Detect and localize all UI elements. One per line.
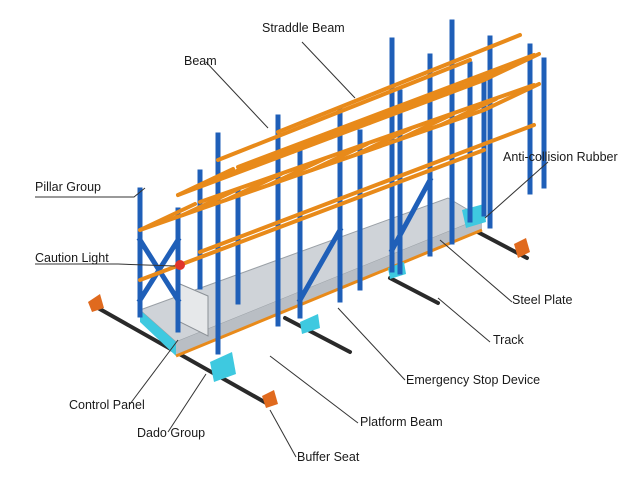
caution-light-lamp [175,260,185,270]
label-pillar-group: Pillar Group [35,180,101,194]
straddle-beam [181,187,240,217]
track-rail [283,316,352,354]
track-leader [437,297,491,343]
buffer-seat [262,390,278,408]
label-platform-beam: Platform Beam [360,415,443,429]
straddle-beam [252,138,312,169]
platform-beam-leader [269,355,359,424]
straddle-beam [329,109,388,140]
long-beam [276,33,522,134]
straddle-beam [353,127,412,157]
straddle-beam [310,142,369,172]
buffer-seat-leader [269,409,297,458]
label-steel-plate: Steel Plate [512,293,573,307]
straddle-beam [224,172,283,202]
straddle-beam [267,157,326,187]
dado-group-leader [167,373,207,433]
straddle-beam [482,52,541,82]
label-straddle-beam: Straddle Beam [262,21,345,35]
straddle-beam [405,80,465,111]
buffer-seat [88,294,104,312]
label-track: Track [493,333,524,347]
upright-brace [388,176,434,254]
label-emergency-stop-device: Emergency Stop Device [406,373,541,387]
track-rail [388,276,440,305]
dado-block [300,314,320,334]
caution-light-leader [35,263,176,267]
label-dado-group: Dado Group [137,426,206,440]
label-beam: Beam [184,54,217,68]
label-anti-collision-rubber: Anti-collision Rubber [503,150,618,164]
straddle-beam [214,152,274,183]
platform-side [176,218,482,356]
straddle-beam [439,97,498,127]
dado-block [210,352,236,382]
long-beam [138,148,486,282]
buffer-seats [88,238,530,408]
long-beam [198,123,536,254]
leader-lines [35,41,549,458]
beam-leader [205,61,269,129]
track-rail [96,306,270,406]
pillar-group-leader [35,187,146,198]
label-caution-light: Caution Light [35,251,109,265]
upright-brace [296,226,344,304]
emergency-stop-leader [337,307,406,381]
straddle-beam [176,167,235,197]
label-buffer-seat: Buffer Seat [297,450,360,464]
straddle-beam [367,95,427,126]
straddle-beam [138,202,197,232]
control-panel-leader [129,339,179,405]
straddle-beam [482,82,541,112]
label-control-panel: Control Panel [69,398,145,412]
straddle-beam [396,112,455,142]
anti-collision-rubber-leader [484,161,549,219]
straddle-beam-leader [301,41,356,99]
long-beam [216,58,472,162]
upright-brace [136,236,182,304]
beams [138,33,541,282]
dado-front [140,310,176,356]
buffer-seat [514,238,530,258]
straddle-beam [443,66,503,97]
steel-plate-leader [439,239,513,303]
straddle-beam [290,123,350,154]
